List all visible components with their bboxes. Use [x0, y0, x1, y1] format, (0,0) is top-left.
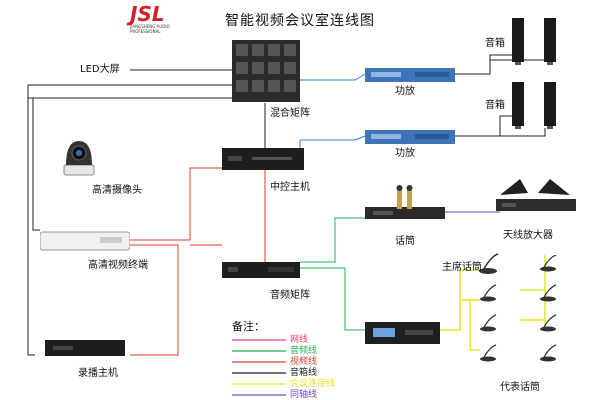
legend-item: 音频线: [290, 346, 318, 356]
central-host-icon: [222, 148, 304, 170]
delegate-mic-label: 代表话筒: [500, 382, 540, 393]
legend-item: 会议连接线: [290, 379, 336, 389]
hd-camera-label: 高清摄像头: [92, 185, 142, 196]
legend-title: 备注：: [232, 320, 265, 333]
central-host-label: 中控主机: [270, 182, 310, 193]
speakers-1-label: 音箱: [485, 38, 505, 49]
legend-item: 同轴线: [290, 390, 318, 400]
led-screen-label: LED大屏: [80, 64, 120, 75]
recorder-icon: [45, 340, 125, 356]
recorder-label: 录播主机: [78, 368, 118, 379]
brand-logo: JSL JIANGSHENG AUDIO PROFESSIONAL: [130, 4, 195, 36]
legend-item: 视频线: [290, 357, 318, 367]
hd-terminal-label: 高清视频终端: [88, 260, 148, 271]
amplifier-2-icon: [365, 130, 455, 144]
amplifier-1-icon: [365, 68, 455, 82]
legend-item: 网线: [290, 335, 309, 345]
audio-matrix-icon: [222, 262, 300, 278]
legend-item: 音箱线: [290, 368, 318, 378]
delegate-mics-icon: [480, 255, 557, 362]
logo-line2: PROFESSIONAL: [130, 29, 161, 34]
mic-label: 话筒: [395, 236, 415, 247]
speakers-2-label: 音箱: [485, 100, 505, 111]
antenna-amp-icon: [496, 179, 576, 211]
audio-matrix-label: 音频矩阵: [270, 290, 310, 301]
logo-line1: JIANGSHENG AUDIO: [130, 24, 170, 29]
amplifier-1-label: 功放: [395, 86, 415, 97]
camera-icon: [63, 141, 95, 176]
wireless-mic-icon: [365, 185, 445, 219]
speakers-1-icon: [512, 18, 556, 65]
speakers-2-icon: [512, 82, 556, 129]
conference-host-icon: [365, 322, 440, 344]
chairman-mic-icon: [479, 253, 499, 274]
chair-mic-label: 主席话筒: [442, 262, 482, 273]
matrix-device-icon: [232, 40, 300, 102]
logo-mark: JSL: [130, 2, 165, 26]
video-terminal-icon: [40, 231, 130, 251]
antenna-amp-label: 天线放大器: [503, 230, 553, 241]
diagram-title: 智能视频会议室连线图: [225, 13, 375, 29]
matrix-label: 混合矩阵: [270, 108, 310, 119]
amplifier-2-label: 功放: [395, 148, 415, 159]
